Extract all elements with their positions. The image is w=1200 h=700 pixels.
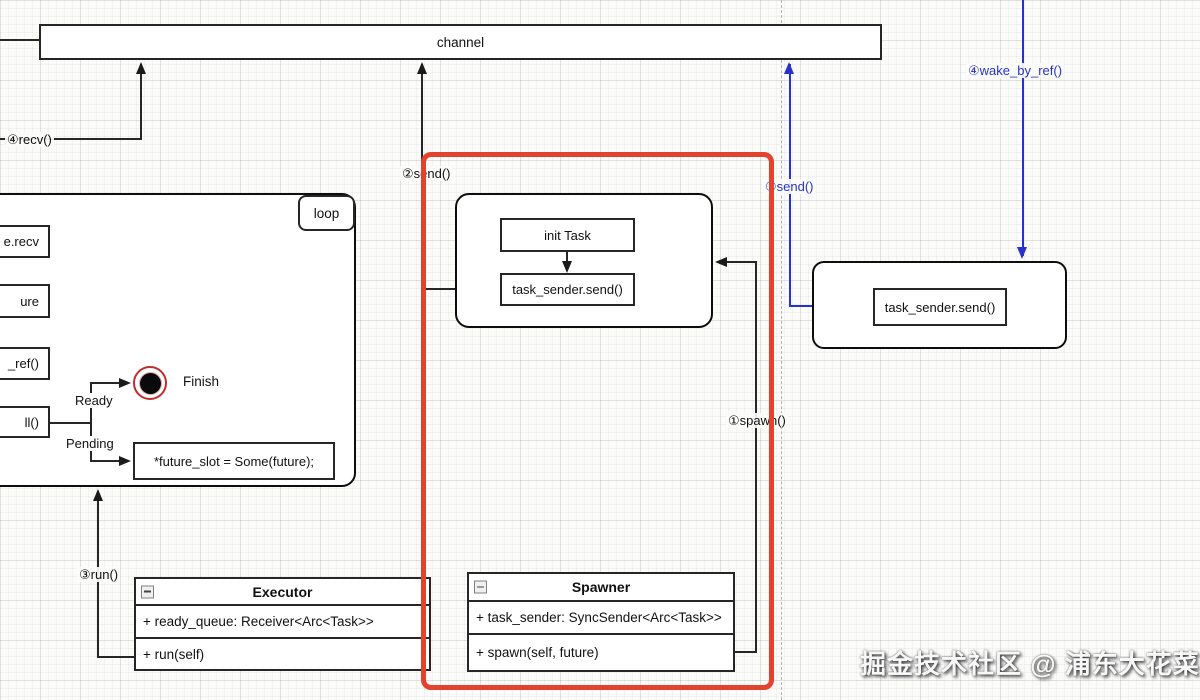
executor-method-label: + run(self) [143,646,205,662]
spawner-attribute-label: + task_sender: SyncSender<Arc<Task>> [476,610,722,625]
stub-box-wake-ref[interactable]: _ref() [0,347,50,380]
init-to-send-connector [566,252,568,263]
spawner-method-row: + spawn(self, future) [469,635,733,670]
stub-box-future[interactable]: ure [0,284,50,318]
finish-label: Finish [183,374,220,389]
ready-connector [91,382,121,384]
spawner-class-box[interactable]: Spawner + task_sender: SyncSender<Arc<Ta… [467,572,735,672]
spawn-label: ①spawn() [726,413,788,428]
stub-box-recv[interactable]: e.recv [0,225,50,258]
spawner-class-title: Spawner [571,579,631,595]
executor-attribute-label: + ready_queue: Receiver<Arc<Task>> [143,614,374,629]
channel-label: channel [436,34,485,50]
spawner-class-header: Spawner [469,574,733,602]
dashed-guide-line [781,0,782,700]
future-slot-label: *future_slot = Some(future); [153,453,315,469]
send2-label: ②send() [400,166,453,181]
executor-class-header: Executor [136,579,429,606]
stub-ref-label: _ref() [7,356,39,371]
pending-connector [91,460,121,462]
stub-box-poll[interactable]: ll() [0,406,50,438]
channel-box[interactable]: channel [39,24,882,60]
spawn-connector-bottom [735,651,757,653]
init-task-label: init Task [544,227,591,243]
stub-poll-label: ll() [24,414,39,430]
send1-label: ①send() [763,179,816,194]
recv-connector-horizontal [0,138,142,140]
task-sender-send-label: task_sender.send() [512,282,623,297]
recv-label: ④recv() [5,132,54,147]
recv-arrowhead-icon [136,62,146,74]
loop-tag: loop [298,195,355,231]
task-group-box[interactable] [455,193,713,328]
loop-tag-label: loop [313,205,340,221]
wake-arrowhead-icon [1017,247,1027,259]
executor-attribute-row: + ready_queue: Receiver<Arc<Task>> [136,606,429,639]
finish-state-core [139,372,161,394]
branch-vertical-connector [90,382,92,462]
future-slot-box[interactable]: *future_slot = Some(future); [133,442,335,480]
collapse-icon[interactable] [474,580,487,594]
recv-connector-vertical [140,64,142,140]
channel-left-connector [0,39,39,41]
run-arrowhead-icon [93,489,103,501]
spawn-connector-vertical [755,261,757,653]
init-to-send-arrowhead-icon [562,261,572,273]
wake-connector-vertical [1022,0,1024,256]
send1-arrowhead-icon [784,62,794,74]
spawn-arrowhead-icon [715,257,727,267]
spawner-attribute-row: + task_sender: SyncSender<Arc<Task>> [469,602,733,635]
watermark-text: 掘金技术社区 @ 浦东大花菜 [860,649,1200,679]
send2-arrowhead-icon [417,62,427,74]
executor-class-box[interactable]: Executor + ready_queue: Receiver<Arc<Tas… [134,577,431,671]
waker-task-sender-send-box[interactable]: task_sender.send() [873,288,1007,326]
executor-method-row: + run(self) [136,639,429,669]
run-label: ③run() [77,567,121,582]
ready-label: Ready [73,393,115,408]
pending-arrowhead-icon [119,456,131,466]
collapse-icon[interactable] [141,585,154,598]
wake-by-ref-label: ④wake_by_ref() [966,63,1065,78]
spawner-method-label: + spawn(self, future) [476,645,599,660]
run-connector-horizontal [98,656,134,658]
ready-arrowhead-icon [119,378,131,388]
stub-recv-label: e.recv [3,234,39,249]
pending-label: Pending [64,436,116,451]
finish-state-icon [133,366,167,400]
spawn-connector-top [724,261,757,263]
stub-future-label: ure [20,293,39,309]
task-sender-send-box[interactable]: task_sender.send() [500,273,635,306]
loop-box[interactable] [0,193,356,487]
poll-branch-connector [49,422,92,424]
executor-class-title: Executor [252,583,313,600]
waker-task-sender-send-label: task_sender.send() [884,299,996,315]
init-task-box[interactable]: init Task [500,218,635,252]
